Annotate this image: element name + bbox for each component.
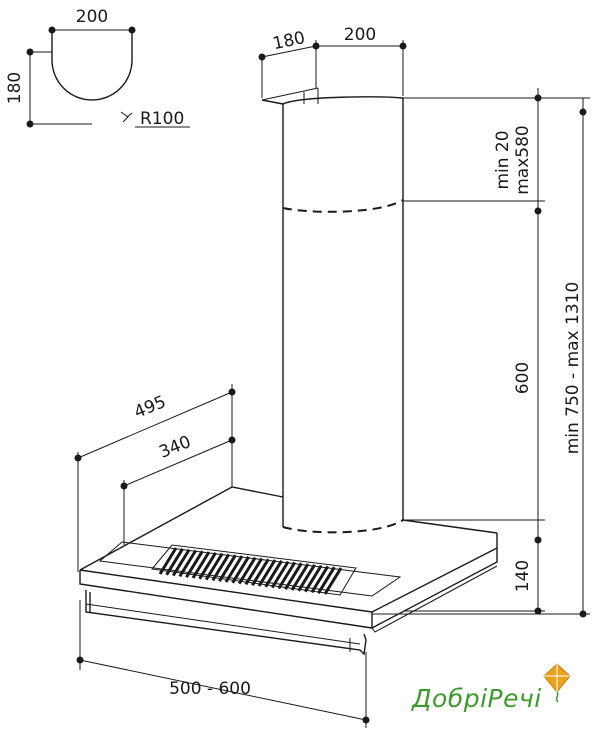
grille-slat (198, 552, 217, 580)
label-total-height: min 750 - max 1310 (563, 282, 583, 455)
grille-slat (185, 550, 204, 578)
grille-slat (204, 552, 224, 581)
grille-slat (290, 563, 310, 591)
brand-logo: ДобріРечі (412, 662, 592, 732)
grille-slat (317, 566, 336, 594)
chimney-profile-detail (26, 26, 190, 128)
grille-slat (165, 548, 184, 576)
grille-slat (171, 548, 191, 577)
grille-slat (191, 551, 211, 579)
grille-slat (277, 561, 297, 590)
grille-slat (178, 549, 198, 578)
grille-slat (264, 560, 283, 588)
grille-slat (158, 547, 178, 575)
grille-slat (231, 556, 250, 584)
grille-slat (310, 565, 330, 594)
grille-slat (218, 554, 237, 582)
hood-body (79, 486, 498, 656)
label-upper-section-line1: min 20 (493, 130, 513, 189)
grille-slat (284, 562, 303, 590)
grille-slat (257, 559, 277, 587)
label-hood-depth: 495 (131, 392, 169, 423)
width-dimension (76, 600, 370, 728)
grille-slat (270, 560, 290, 589)
label-hood-height: 140 (513, 560, 533, 592)
chimney (258, 40, 407, 534)
height-dimensions (372, 88, 590, 618)
u-profile-shape (51, 30, 133, 101)
grille-slat (303, 564, 323, 593)
grille-slat (211, 553, 231, 582)
grille-slat (224, 555, 244, 583)
label-profile-height: 180 (5, 72, 25, 104)
grille-slat (323, 567, 343, 595)
label-profile-width: 200 (76, 7, 108, 27)
label-profile-radius: R100 (140, 109, 184, 129)
vent-grille (158, 547, 343, 595)
grille-slat (237, 556, 257, 585)
grille-slat (297, 564, 316, 592)
grille-slat (244, 557, 264, 586)
brand-text: ДобріРечі (412, 684, 542, 713)
label-hood-width: 500 - 600 (169, 679, 251, 699)
label-chimney-depth: 180 (271, 28, 307, 54)
label-chimney-600: 600 (513, 362, 533, 394)
kite-icon (543, 663, 571, 702)
label-upper-section-line2: max580 (513, 125, 533, 195)
depth-dimensions (74, 384, 236, 572)
label-chimney-width: 200 (344, 25, 376, 45)
grille-slat (251, 558, 270, 586)
